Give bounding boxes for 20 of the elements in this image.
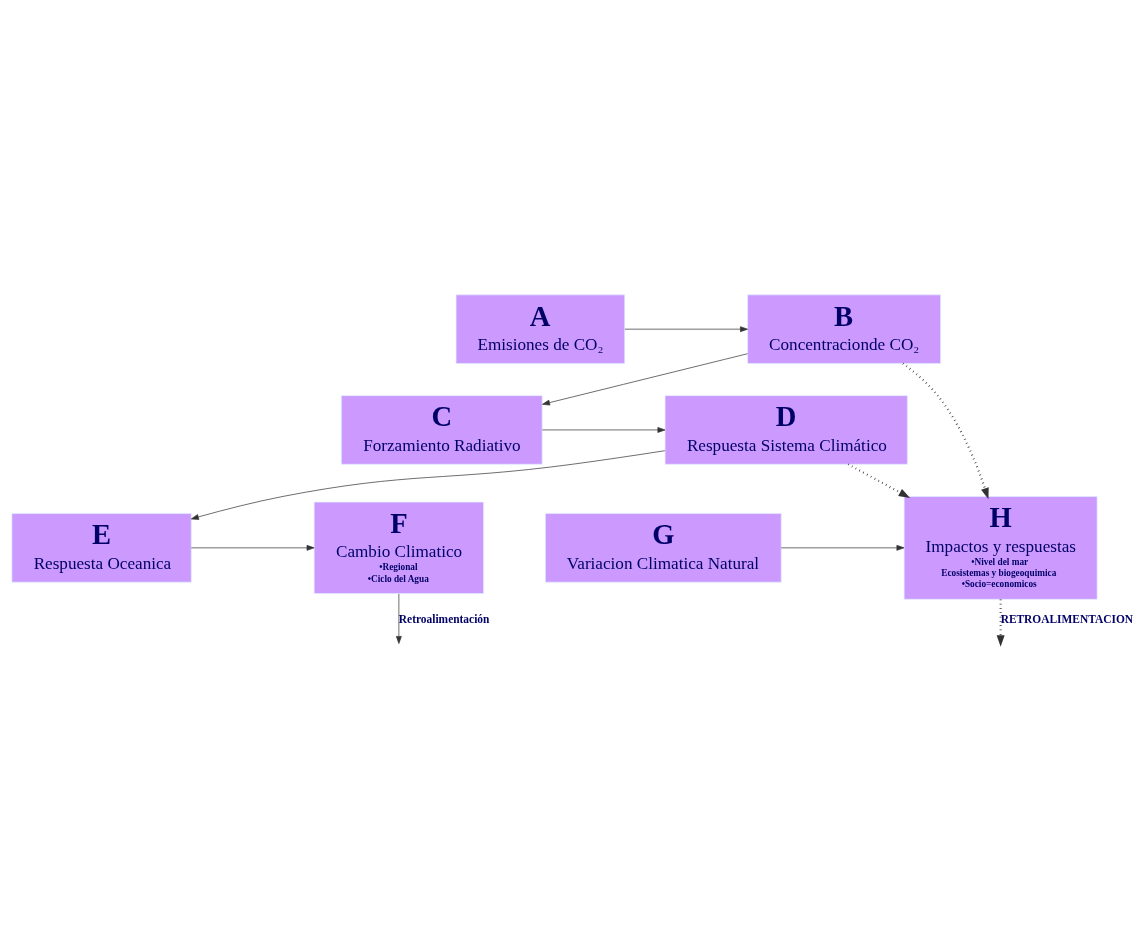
arrow: [780, 545, 905, 551]
node-box: B Concentracionde CO₂: [747, 294, 941, 364]
arrow: [542, 353, 748, 406]
arrow: [396, 593, 402, 644]
arrow: [190, 545, 315, 551]
arrow: [847, 463, 911, 498]
arrow: [996, 599, 1005, 647]
node-box: F Cambio Climatico •Regional •Ciclo del Agua: [313, 501, 484, 594]
node-box: H Impactos y respuestas •Nivel del mar Ecosistemas y biogeoquimica •Socio=economicos: [903, 496, 1098, 600]
arrow: [624, 326, 748, 333]
arrow: [191, 450, 666, 520]
node-box: E Respuesta Oceanica: [11, 513, 192, 583]
node-box: A Emisiones de CO₂: [455, 294, 626, 364]
edge-label: RETROALIMENTACION: [1000, 613, 1134, 626]
node-box: D Respuesta Sistema Climático: [664, 395, 908, 465]
edge-label: Retroalimentación: [398, 613, 490, 626]
arrow: [541, 427, 666, 433]
arrow: [902, 362, 989, 500]
node-box: G Variacion Climatica Natural: [545, 513, 782, 583]
node-box: C Forzamiento Radiativo: [340, 395, 543, 465]
